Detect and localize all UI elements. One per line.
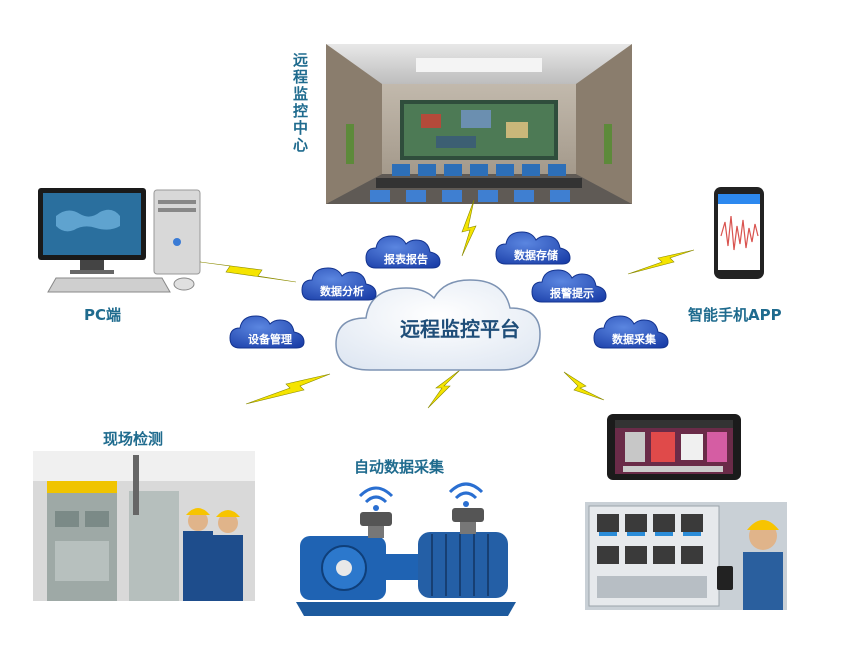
lightning-bolt-icon — [200, 261, 297, 283]
auto-collection-label: 自动数据采集 — [354, 458, 445, 476]
center-platform-label: 远程监控平台 — [400, 317, 520, 341]
pump-equipment-image — [286, 482, 526, 620]
cloud-network-diagram: 远程监控平台 设备管理 数据分析 报表报告 数据存储 报警提示 数据采集 — [200, 200, 695, 409]
lightning-bolt-icon — [461, 200, 477, 257]
pc-terminal-image — [36, 186, 204, 296]
service-label: 设备管理 — [248, 332, 292, 346]
lightning-bolt-icon — [627, 249, 695, 275]
field-inspection-photo — [33, 451, 255, 601]
field-inspection-label: 现场检测 — [103, 430, 164, 448]
cloud-service-data-storage: 数据存储 — [495, 231, 571, 265]
cloud-service-data-collection: 数据采集 — [593, 315, 669, 349]
mobile-app-label: 智能手机APP — [688, 306, 782, 324]
wifi-icon — [448, 482, 484, 507]
service-label: 报警提示 — [550, 286, 594, 300]
cloud-service-device-mgmt: 设备管理 — [229, 315, 305, 349]
remote-center-photo — [326, 44, 632, 204]
pc-label: PC端 — [84, 306, 122, 324]
smartphone-image — [713, 186, 765, 280]
cloud-service-data-analysis: 数据分析 — [301, 267, 377, 301]
service-label: 报表报告 — [384, 252, 428, 266]
wifi-icon — [358, 486, 394, 511]
central-cloud-icon — [335, 279, 541, 371]
cloud-service-reports: 报表报告 — [365, 235, 441, 269]
lightning-bolt-icon — [245, 373, 331, 405]
service-label: 数据分析 — [320, 284, 364, 298]
service-label: 数据存储 — [514, 248, 558, 262]
meter-inspection-photo — [585, 502, 787, 610]
tablet-image — [603, 412, 745, 484]
cloud-service-alarm: 报警提示 — [531, 269, 607, 303]
service-label: 数据采集 — [612, 332, 657, 346]
lightning-bolt-icon — [563, 371, 605, 401]
lightning-bolt-icon — [427, 369, 461, 409]
remote-center-label: 远程监控中心 — [291, 52, 309, 154]
